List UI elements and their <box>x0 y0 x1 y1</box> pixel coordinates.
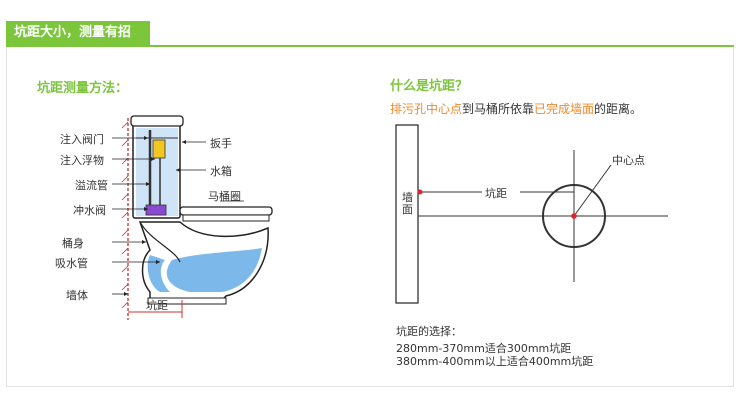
definition-part-1: 排污孔中心点 <box>390 102 463 116</box>
label-tank: 水箱 <box>210 165 232 178</box>
label-overflow-pipe: 溢流管 <box>75 179 108 192</box>
center-point-label: 中心点 <box>612 154 645 167</box>
tag-underline <box>6 45 734 47</box>
label-trapway: 吸水管 <box>55 257 88 270</box>
choice-line-1: 280mm-370mm适合300mm坑距 <box>396 342 572 355</box>
label-handle: 扳手 <box>210 137 232 150</box>
label-wall: 墙体 <box>66 289 88 302</box>
label-flush-valve: 冲水阀 <box>73 204 106 217</box>
wall-label: 墙面 <box>402 191 413 216</box>
label-fill-valve: 注入阀门 <box>60 133 104 146</box>
definition-part-3: 已完成墙面 <box>534 102 595 116</box>
label-bowl: 桶身 <box>62 237 84 250</box>
left-title: 坑距测量方法： <box>37 81 129 96</box>
definition-text: 排污孔中心点到马桶所依靠已完成墙面的距离。 <box>390 100 642 117</box>
definition-part-4: 的距离。 <box>594 102 643 116</box>
choice-title: 坑距的选择： <box>396 325 462 338</box>
right-title: 什么是坑距？ <box>390 79 469 94</box>
content-panel <box>6 47 734 387</box>
label-float: 注入浮物 <box>60 154 104 167</box>
section-tag: 坑距大小，测量有招 <box>6 21 150 45</box>
definition-part-2: 到马桶所依靠 <box>462 102 535 116</box>
distance-label: 坑距 <box>485 187 507 200</box>
choice-line-2: 380mm-400mm以上适合400mm坑距 <box>396 355 594 368</box>
label-seat-ring: 马桶圈 <box>208 190 241 203</box>
label-rough-in: 坑距 <box>146 299 168 312</box>
